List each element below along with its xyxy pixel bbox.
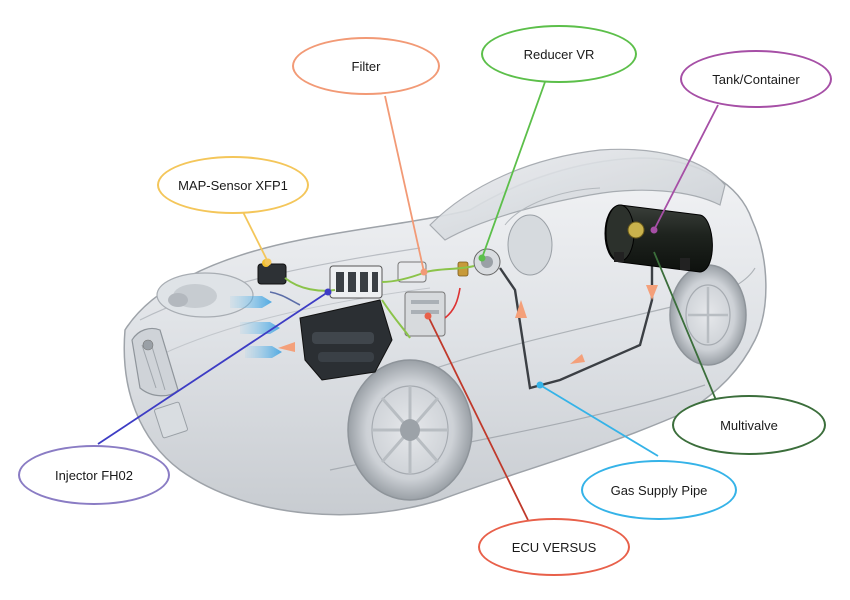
label-injector: Injector FH02 xyxy=(18,445,170,505)
label-map-sensor: MAP-Sensor XFP1 xyxy=(157,156,309,214)
reducer-unit xyxy=(457,248,501,277)
label-filter: Filter xyxy=(292,37,440,95)
front-wheel xyxy=(347,359,473,501)
lpg-tank xyxy=(604,204,713,273)
label-gas-pipe: Gas Supply Pipe xyxy=(581,460,737,520)
car-cabin xyxy=(429,148,726,241)
label-gas-pipe-text: Gas Supply Pipe xyxy=(610,482,708,498)
intake-manifold xyxy=(299,299,393,381)
rear-left-wheel xyxy=(507,214,553,276)
label-multivalve: Multivalve xyxy=(672,395,826,455)
front-grille xyxy=(131,327,188,439)
car-body xyxy=(123,157,767,516)
ecu-unit xyxy=(404,291,446,337)
label-multivalve-text: Multivalve xyxy=(720,417,778,433)
injector-rail xyxy=(329,265,383,299)
label-tank-text: Tank/Container xyxy=(712,71,800,87)
label-filter-text: Filter xyxy=(351,58,381,74)
label-ecu: ECU VERSUS xyxy=(478,518,630,576)
headlight xyxy=(156,272,254,318)
label-reducer-text: Reducer VR xyxy=(523,46,595,62)
connector-dots xyxy=(264,226,658,389)
label-tank: Tank/Container xyxy=(680,50,832,108)
connector-lines xyxy=(97,81,719,521)
label-map-sensor-text: MAP-Sensor XFP1 xyxy=(178,177,288,193)
label-reducer: Reducer VR xyxy=(481,25,637,83)
label-injector-text: Injector FH02 xyxy=(54,467,134,483)
rear-wheel xyxy=(669,264,747,366)
label-ecu-text: ECU VERSUS xyxy=(511,539,597,555)
